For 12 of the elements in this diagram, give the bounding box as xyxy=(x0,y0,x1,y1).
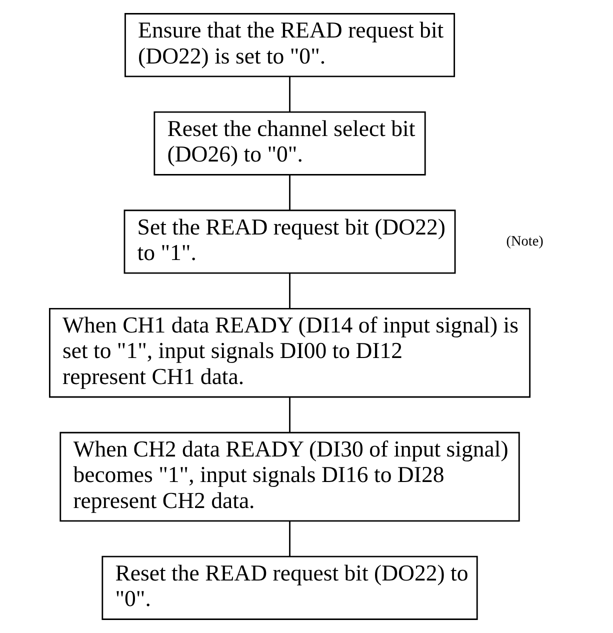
connector xyxy=(289,175,290,210)
connector xyxy=(289,521,290,556)
node-box: Set the READ request bit (DO22) to "1". xyxy=(124,210,456,274)
node-box: Ensure that the READ request bit (DO22) is set to "0". xyxy=(124,13,456,78)
node-box: Reset the READ request bit (DO22) to "0". xyxy=(102,556,478,620)
node-box: Reset the channel select bit (DO26) to "0". xyxy=(154,111,426,176)
connector xyxy=(289,273,290,308)
connector xyxy=(289,397,290,432)
node-box: When CH1 data READY (DI14 of input signal) is set to "1", input signals DI00 to DI12 represent CH1 data. xyxy=(48,308,531,398)
connector xyxy=(289,76,290,112)
node-box: When CH2 data READY (DI30 of input signal) becomes "1", input signals DI16 to DI28 represent CH2 data. xyxy=(60,432,520,522)
node-label: (Note) xyxy=(506,233,544,250)
